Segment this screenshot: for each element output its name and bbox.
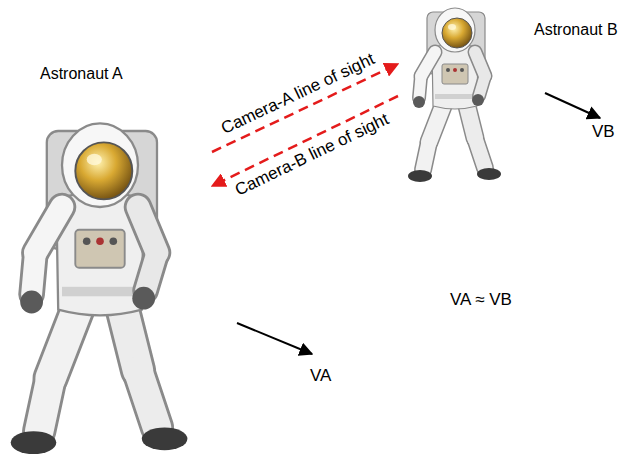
velocity-arrow xyxy=(237,323,312,354)
astronaut-figure: Astronaut B xyxy=(398,8,626,186)
astronaut-label: Astronaut B xyxy=(534,20,618,40)
velocity-label: VA ≈ VB xyxy=(450,290,512,310)
line-of-sight-arrow xyxy=(212,64,398,152)
velocity-label: VA xyxy=(310,366,331,386)
astronaut-label: Astronaut A xyxy=(40,64,123,84)
velocity-label: VB xyxy=(592,122,615,142)
velocity-arrow xyxy=(545,93,600,118)
astronaut-figure: Astronaut A xyxy=(15,62,212,460)
